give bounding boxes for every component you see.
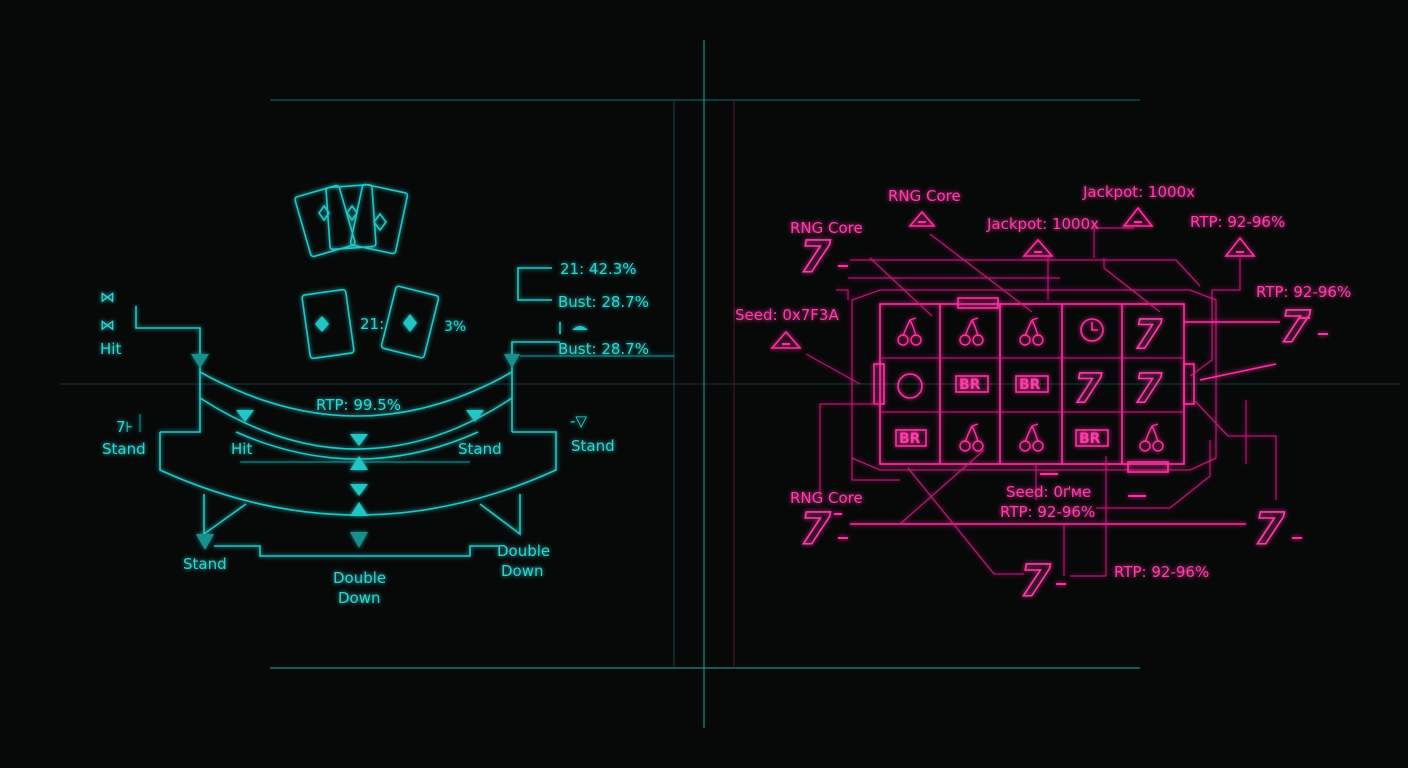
action-stand-right: Stand bbox=[571, 437, 615, 455]
action-double-right-2: Down bbox=[501, 562, 544, 580]
cherry-icon bbox=[1019, 317, 1044, 346]
rtp-blackjack: RTP: 99.5% bbox=[316, 396, 401, 414]
down-triangle-icon bbox=[191, 354, 520, 550]
grid-lines bbox=[60, 40, 1400, 728]
clock-icon bbox=[1080, 318, 1104, 342]
action-double-center-1: Double bbox=[333, 569, 386, 587]
stat-bust-b: Bust: 28.7% bbox=[558, 340, 649, 358]
stand-right-icon: -▽ bbox=[570, 412, 587, 430]
bar-icon: BR bbox=[955, 375, 989, 393]
action-double-center-2: Down bbox=[338, 589, 381, 607]
action-stand-left: Stand bbox=[102, 440, 146, 458]
circle-icon bbox=[897, 373, 923, 399]
reel-symbols: BR BR BR 7 BR 7 7 bbox=[895, 311, 1164, 452]
action-stand-bottom: Stand bbox=[183, 555, 227, 573]
label-jackpot-top: Jackpot: 1000x bbox=[1082, 183, 1195, 201]
cherry-icon bbox=[1019, 423, 1044, 452]
action-hit-outer: Hit bbox=[100, 340, 121, 358]
warning-triangle-icon bbox=[770, 206, 1256, 349]
svg-text:BR: BR bbox=[1079, 431, 1101, 447]
label-jackpot-mid: Jackpot: 1000x bbox=[986, 215, 1099, 233]
seven-icon: 7 bbox=[1254, 504, 1285, 555]
cherry-icon bbox=[959, 423, 984, 452]
seven-icon: 7 bbox=[800, 232, 831, 283]
card-pair-icon bbox=[301, 285, 440, 360]
action-hit-inner: Hit bbox=[231, 440, 252, 458]
label-rtp-mid: RTP: 92-96% bbox=[1000, 503, 1095, 521]
seven-icon: 7 bbox=[1134, 366, 1162, 412]
seven-icon: 7 bbox=[1280, 302, 1311, 353]
label-rng-bottom: RNG Core bbox=[790, 489, 863, 507]
seven-icon: 7 bbox=[1074, 366, 1102, 412]
seven-icon: 7 bbox=[1020, 556, 1051, 607]
label-rtp-top: RTP: 92-96% bbox=[1190, 213, 1285, 231]
label-rtp-bottom: RTP: 92-96% bbox=[1114, 563, 1209, 581]
svg-text:BR: BR bbox=[899, 431, 921, 447]
svg-text:BR: BR bbox=[959, 377, 981, 393]
svg-text:BR: BR bbox=[1019, 377, 1041, 393]
card-label-b: 3% bbox=[444, 319, 466, 335]
seven-icon: 7 bbox=[800, 504, 831, 555]
label-rtp-right: RTP: 92-96% bbox=[1256, 283, 1351, 301]
cherry-icon bbox=[1139, 423, 1164, 452]
action-stand-inner: Stand bbox=[458, 440, 502, 458]
bar-icon: BR bbox=[895, 429, 927, 447]
stat-21: 21: 42.3% bbox=[560, 260, 637, 278]
hit-icon: ⋈ bbox=[100, 288, 115, 306]
label-seed-bottom: Seed: 0ґме bbox=[1006, 483, 1091, 501]
card-label-a: 21: bbox=[360, 315, 384, 333]
action-double-right-1: Double bbox=[497, 542, 550, 560]
svg-text:⋈: ⋈ bbox=[100, 316, 115, 334]
label-rng-top: RNG Core bbox=[888, 187, 961, 205]
bar-icon: BR bbox=[1075, 429, 1109, 447]
label-rng-left: RNG Core bbox=[790, 219, 863, 237]
card-fan-icon bbox=[294, 183, 409, 258]
stand-icon: 7⊦ bbox=[116, 418, 133, 436]
cherry-icon bbox=[959, 317, 984, 346]
bar-icon: BR bbox=[1015, 375, 1049, 393]
slot-diagram: BR BR BR 7 BR 7 7 bbox=[735, 183, 1351, 608]
stat-bust-a: Bust: 28.7% bbox=[558, 293, 649, 311]
blackjack-diagram: 21: 3% 21: 42.3% Bust: 28.7% Bust: 28.7% bbox=[100, 183, 674, 607]
seven-icon: 7 bbox=[1134, 312, 1162, 358]
cherry-icon bbox=[897, 317, 922, 346]
up-triangle-icon bbox=[350, 456, 368, 516]
label-seed-left: Seed: 0x7F3A bbox=[735, 306, 839, 324]
